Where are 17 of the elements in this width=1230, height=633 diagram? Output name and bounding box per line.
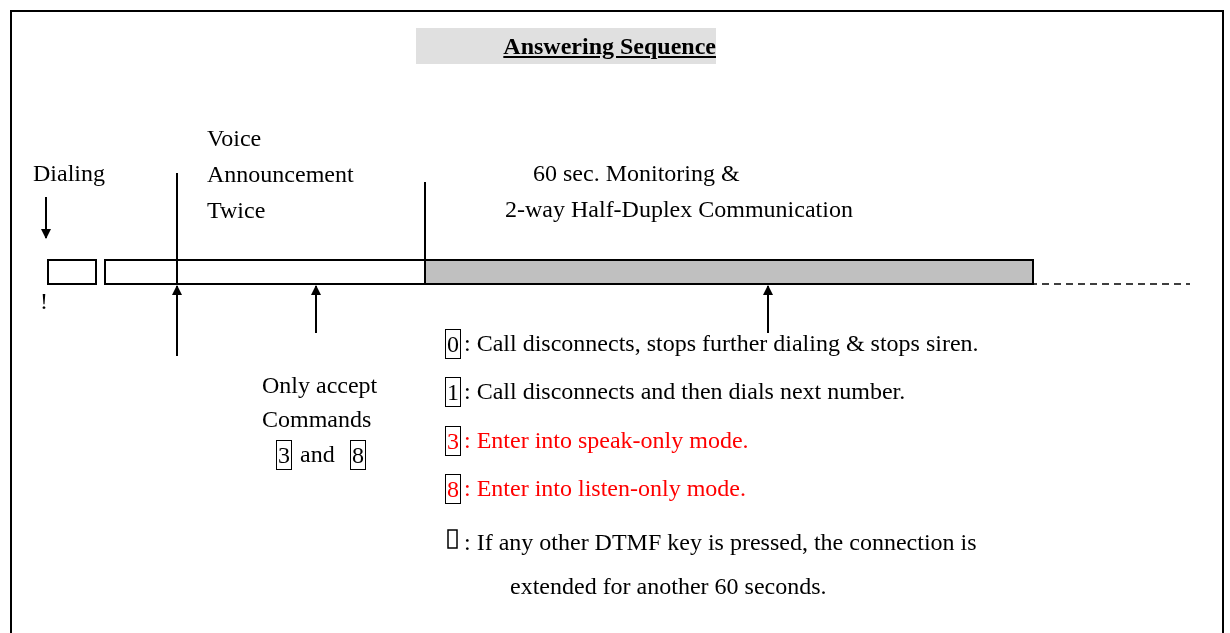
key-label: 0 [445, 329, 461, 359]
phase-label: Voice Announcement Twice [207, 124, 355, 225]
key-label: 8 [350, 440, 366, 470]
key-label: 3 [445, 426, 461, 456]
phase-label: 60 sec. Monitoring & 2-way Half-Duplex Communication [505, 159, 854, 224]
title: Answering Sequence [416, 28, 716, 64]
command-description: : Enter into speak-only mode. [464, 426, 749, 455]
command-description: : Call disconnects, stops further dialing & stops siren. [464, 329, 979, 358]
command-description: : Enter into listen-only mode. [464, 474, 746, 503]
key-label: 8 [445, 474, 461, 504]
command-description: : If any other DTMF key is pressed, the connection is extended for another 60 seconds. [464, 528, 978, 601]
exclamation-mark: ! [40, 287, 48, 316]
key-label: 3 [276, 440, 292, 470]
key-label: 1 [445, 377, 461, 407]
command-description: : Call disconnects and then dials next number. [464, 377, 906, 406]
phase-label: Dialing [33, 159, 105, 188]
note-text: and [300, 440, 335, 469]
